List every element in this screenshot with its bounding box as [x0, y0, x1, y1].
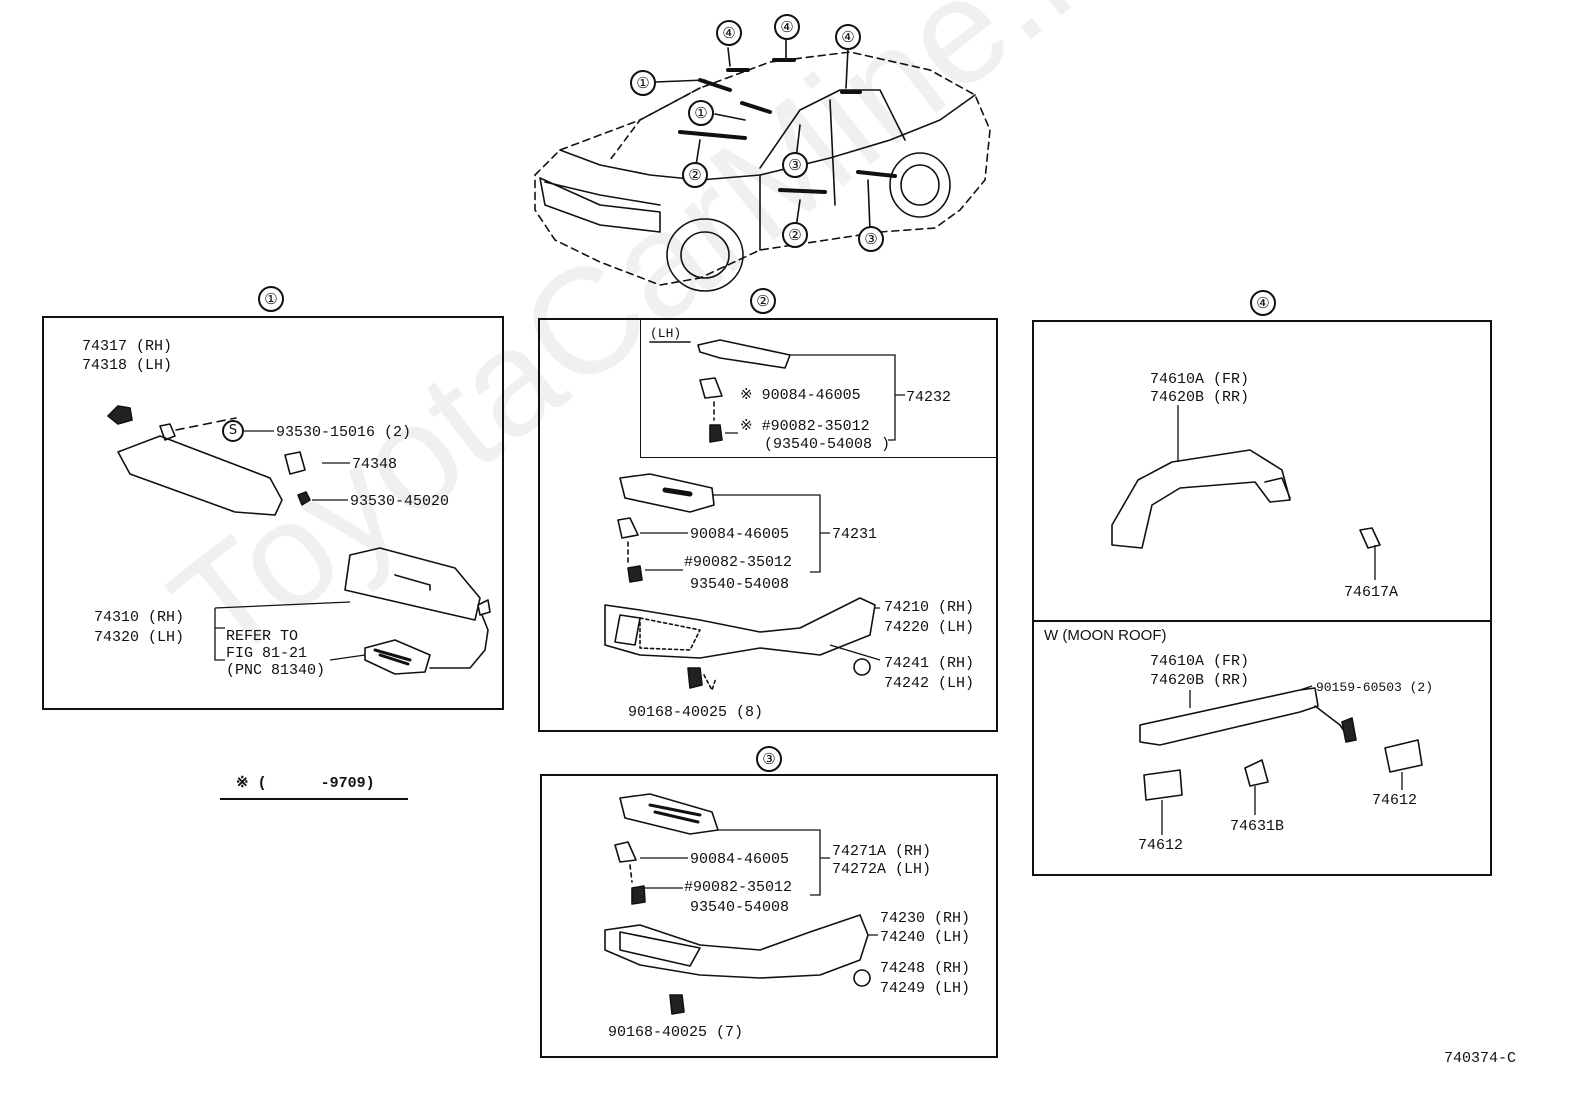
car-callout-grip-front: ②: [682, 162, 708, 188]
part-74241: 74241 (RH): [884, 655, 975, 672]
assist-grip-rr-drawings: [604, 793, 871, 1015]
part-74617A: 74617A: [1344, 584, 1399, 601]
part-93540-54008-lh: (93540-54008 ): [764, 436, 891, 453]
refer-line-2: FIG 81-21: [226, 645, 308, 662]
section-2-lh-subpanel: [640, 318, 998, 458]
part-90082-35012-rr: #90082-35012: [684, 879, 793, 896]
part-74310: 74310 (RH): [94, 609, 185, 626]
part-74271A: 74271A (RH): [832, 843, 932, 860]
part-74220: 74220 (LH): [884, 619, 975, 636]
car-callout-grip-rr: ③: [858, 226, 884, 252]
part-74620B-rr: 74620B (RR): [1150, 389, 1250, 406]
refer-line-3: (PNC 81340): [226, 662, 326, 679]
car-callout-grip-door: ②: [782, 222, 808, 248]
part-74631B: 74631B: [1230, 818, 1285, 835]
part-74242: 74242 (LH): [884, 675, 975, 692]
part-74320: 74320 (LH): [94, 629, 185, 646]
sun-visor-drawings: [107, 405, 491, 675]
section-2-marker: ②: [750, 288, 776, 314]
assist-grip-fr-drawings: [604, 339, 876, 691]
part-90084-46005: 90084-46005: [690, 526, 790, 543]
part-74240: 74240 (LH): [880, 929, 971, 946]
part-93530-45020: 93530-45020: [350, 493, 450, 510]
part-74231: 74231: [832, 526, 878, 543]
car-illustration: [534, 39, 991, 292]
section-1-marker: ①: [258, 286, 284, 312]
refer-line-1: REFER TO: [226, 628, 299, 645]
part-74620B-rr-moon: 74620B (RR): [1150, 672, 1250, 689]
part-90082-35012: #90082-35012: [684, 554, 793, 571]
part-74318: 74318 (LH): [82, 357, 173, 374]
part-74232: 74232: [906, 389, 952, 406]
part-74230: 74230 (RH): [880, 910, 971, 927]
car-callout-roof-2: ④: [774, 14, 800, 40]
moon-roof-divider: [1032, 620, 1492, 622]
section-2-panel: [538, 318, 998, 732]
section-3-panel: [540, 774, 998, 1058]
section-1-panel: [42, 316, 504, 710]
part-90084-46005-rr: 90084-46005: [690, 851, 790, 868]
part-90082-35012-lh: ※ #90082-35012: [740, 418, 870, 435]
legend-note: ※ ( -9709): [236, 775, 375, 792]
part-74317: 74317 (RH): [82, 338, 173, 355]
part-74612-right: 74612: [1372, 792, 1418, 809]
part-90159-60503: 90159-60503 (2): [1316, 680, 1434, 695]
lh-label: (LH): [650, 326, 682, 341]
part-90168-40025-8: 90168-40025 (8): [628, 704, 764, 721]
part-90084-46005-lh: ※ 90084-46005: [740, 387, 861, 404]
section-3-marker: ③: [756, 746, 782, 772]
part-74249: 74249 (LH): [880, 980, 971, 997]
part-93540-54008: 93540-54008: [690, 576, 790, 593]
section-4-marker: ④: [1250, 290, 1276, 316]
part-74612-left: 74612: [1138, 837, 1184, 854]
car-callout-visor-1: ①: [630, 70, 656, 96]
legend-underline: [220, 798, 408, 800]
car-callout-grip-rear: ③: [782, 152, 808, 178]
car-callout-roof-1: ④: [716, 20, 742, 46]
part-74210: 74210 (RH): [884, 599, 975, 616]
part-74610A-fr-moon: 74610A (FR): [1150, 653, 1250, 670]
part-74272A: 74272A (LH): [832, 861, 932, 878]
figure-code: 740374-C: [1444, 1050, 1517, 1067]
part-90168-40025-7: 90168-40025 (7): [608, 1024, 744, 1041]
moon-roof-heading: W (MOON ROOF): [1044, 627, 1167, 644]
part-74348: 74348: [352, 456, 398, 473]
section-4-panel: [1032, 320, 1492, 876]
car-callout-roof-3: ④: [835, 24, 861, 50]
part-93540-54008-rr: 93540-54008: [690, 899, 790, 916]
part-74610A-fr: 74610A (FR): [1150, 371, 1250, 388]
s-mark: S: [222, 420, 244, 442]
car-callout-visor-2: ①: [688, 100, 714, 126]
part-74248: 74248 (RH): [880, 960, 971, 977]
part-93530-15016: 93530-15016 (2): [276, 424, 412, 441]
